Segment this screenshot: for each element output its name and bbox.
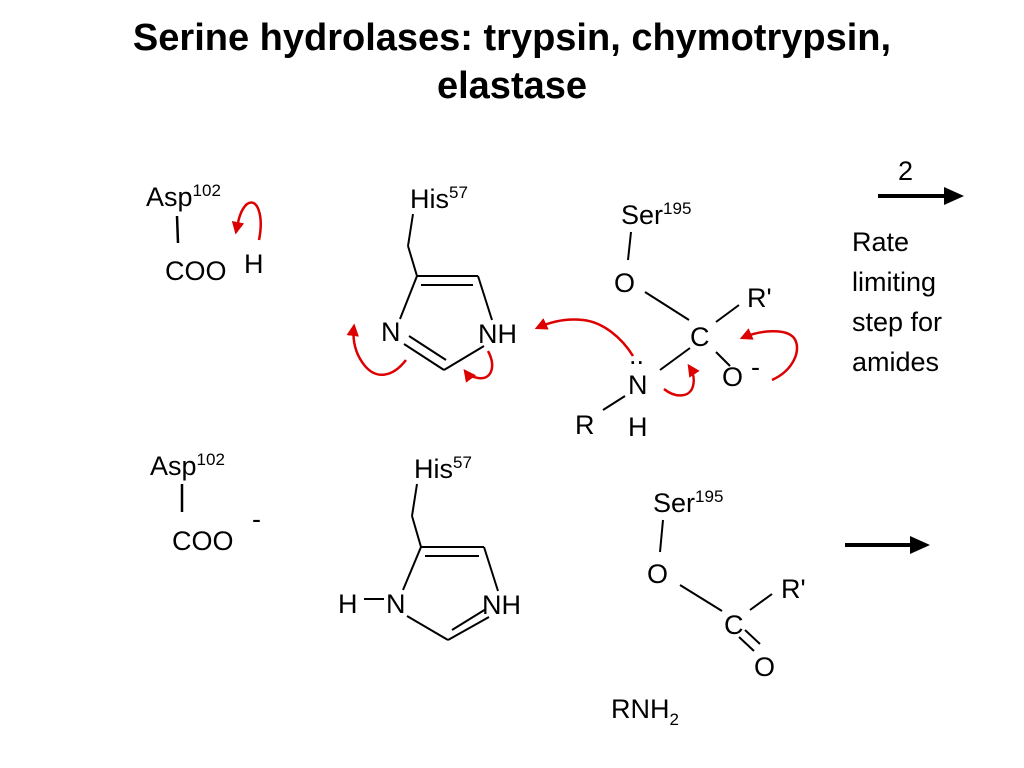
title-line-1: Serine hydrolases: trypsin, chymotrypsin… bbox=[132, 17, 892, 59]
bottom-his-n-left: N bbox=[386, 589, 406, 619]
bottom-ser-oxygen: O bbox=[647, 559, 668, 589]
top-his-imidazole-ring bbox=[399, 275, 493, 371]
bottom-his-ch2-bond-2 bbox=[411, 515, 422, 548]
bottom-his-nh-right: NH bbox=[482, 590, 521, 620]
top-o-c-bond bbox=[644, 291, 690, 321]
bottom-asp-charge: - bbox=[252, 504, 261, 534]
bottom-asp-number: 102 bbox=[197, 450, 225, 469]
rate-limiting-note: Rate limiting step for amides bbox=[852, 222, 942, 382]
rate-note-line-3: step for bbox=[852, 307, 943, 337]
top-asp-label: Asp bbox=[146, 182, 193, 212]
released-amine: RNH2 bbox=[611, 694, 679, 729]
page-title: Serine hydrolases: trypsin, chymotrypsin… bbox=[0, 14, 1024, 110]
top-oxyanion-arrow bbox=[739, 328, 799, 382]
top-asp-carboxyl: COO bbox=[165, 256, 227, 286]
svg-text:Ser195: Ser195 bbox=[653, 487, 723, 518]
bottom-his-label: His bbox=[414, 454, 453, 484]
bottom-ser-number: 195 bbox=[695, 487, 723, 506]
bottom-acyl-enzyme: Ser195 O C R' O bbox=[647, 487, 806, 682]
top-lonepair-to-his-arrow bbox=[534, 318, 635, 357]
bottom-his-residue: His57 H N NH bbox=[338, 453, 521, 641]
svg-text:Asp102: Asp102 bbox=[146, 181, 221, 212]
bottom-reaction-arrow bbox=[845, 536, 930, 554]
top-asp-hydrogen: H bbox=[244, 249, 264, 279]
bottom-his-number: 57 bbox=[453, 453, 472, 472]
bottom-o-c-bond bbox=[679, 584, 723, 612]
top-his-left-arrow bbox=[346, 323, 407, 376]
top-ser-bond bbox=[627, 231, 632, 261]
step-2-number: 2 bbox=[898, 156, 913, 186]
top-central-carbon: C bbox=[690, 322, 710, 352]
top-tetrahedral-intermediate: Ser195 O C R' O - N .. R H bbox=[534, 199, 799, 442]
top-his-ch2-bond-2 bbox=[407, 245, 418, 277]
svg-text:Asp102: Asp102 bbox=[150, 450, 225, 481]
bottom-asp-carboxylate: COO bbox=[172, 526, 234, 556]
bottom-asp-residue: Asp102 COO - bbox=[150, 450, 261, 556]
top-c-n-bond bbox=[659, 347, 691, 371]
top-his-ch2-bond-1 bbox=[407, 213, 414, 247]
rate-note-line-1: Rate bbox=[852, 227, 910, 257]
top-c-ominus-bond bbox=[715, 351, 731, 367]
top-n-hydrogen: H bbox=[628, 412, 648, 442]
bottom-his-imidazole-ring bbox=[402, 546, 499, 641]
top-ser-oxygen: O bbox=[614, 268, 635, 298]
title-line-2: elastase bbox=[436, 65, 587, 107]
step-2-reaction-arrow: 2 bbox=[878, 156, 964, 205]
top-ser-label: Ser bbox=[621, 200, 663, 230]
bottom-c-rprime-bond bbox=[749, 593, 773, 611]
top-n-r-bond bbox=[602, 395, 626, 411]
top-nitrogen: N bbox=[628, 370, 648, 400]
bottom-asp-label: Asp bbox=[150, 451, 197, 481]
top-asp-electron-arrow bbox=[231, 201, 262, 241]
amine-subscript: 2 bbox=[670, 710, 679, 729]
svg-text:Ser195: Ser195 bbox=[621, 199, 691, 230]
bottom-ser-label: Ser bbox=[653, 488, 695, 518]
top-his-label: His bbox=[410, 184, 449, 214]
bottom-carbonyl-bond-1 bbox=[738, 636, 755, 652]
top-his-number: 57 bbox=[449, 183, 468, 202]
bottom-his-h: H bbox=[338, 589, 358, 619]
svg-text:His57: His57 bbox=[414, 453, 472, 484]
svg-text:His57: His57 bbox=[410, 183, 468, 214]
top-oxyanion: O bbox=[722, 362, 743, 392]
bottom-r-prime: R' bbox=[781, 574, 806, 604]
amine-base: RNH bbox=[611, 694, 670, 724]
top-asp-bond bbox=[175, 215, 180, 244]
top-c-rprime-bond bbox=[715, 304, 740, 323]
top-asp-number: 102 bbox=[193, 181, 221, 200]
top-r-group: R bbox=[575, 410, 595, 440]
rate-note-line-2: limiting bbox=[852, 267, 937, 297]
top-his-n-left: N bbox=[381, 317, 401, 347]
bottom-carbonyl-oxygen: O bbox=[754, 652, 775, 682]
bottom-ser-bond bbox=[659, 519, 664, 553]
top-nitrogen-lone-pair: .. bbox=[629, 340, 644, 370]
top-his-right-arrow bbox=[463, 350, 494, 383]
bottom-acyl-carbon: C bbox=[724, 610, 744, 640]
top-oxyanion-charge: - bbox=[751, 352, 760, 382]
top-ser-number: 195 bbox=[663, 199, 691, 218]
top-asp-residue: Asp102 COO H bbox=[146, 181, 264, 286]
top-cn-break-arrow bbox=[663, 363, 700, 397]
bottom-his-ch2-bond-1 bbox=[411, 483, 418, 517]
top-his-residue: His57 N NH bbox=[346, 183, 517, 383]
top-r-prime: R' bbox=[747, 283, 772, 313]
bottom-carbonyl-bond-2 bbox=[744, 629, 761, 645]
top-his-nh-right: NH bbox=[478, 319, 517, 349]
rate-note-line-4: amides bbox=[852, 347, 940, 377]
